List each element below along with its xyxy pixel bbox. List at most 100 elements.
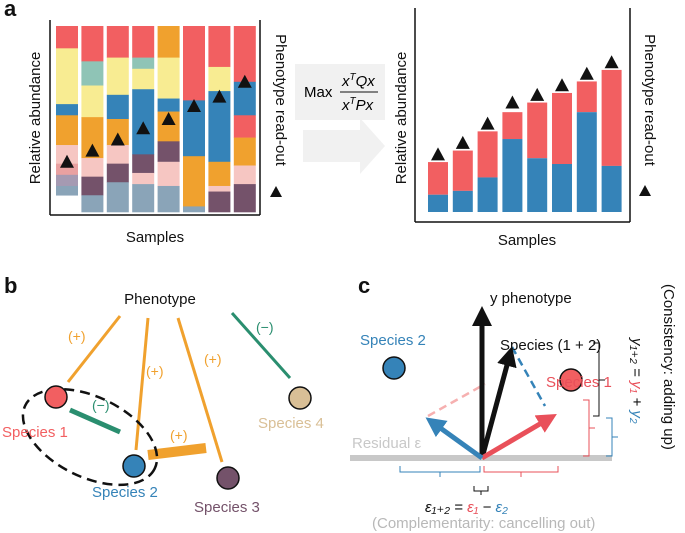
dashed-species2-to-sum [510, 346, 547, 407]
right-bar-7-red [576, 81, 597, 113]
left-bar-4-segment-6 [132, 172, 155, 185]
objective-numerator: xTQx [341, 72, 375, 90]
right-bar-1-blue [428, 194, 448, 212]
left-bar-4-segment-2 [132, 57, 155, 70]
left-bar-6-segment-2 [183, 100, 205, 157]
panel-c-letter: c [358, 273, 370, 298]
right-bar-2-blue [452, 190, 473, 212]
left-bar-5-segment-7 [157, 185, 180, 213]
left-bar-5-segment-5 [157, 141, 180, 163]
edge-phenotype-species2 [134, 317, 150, 451]
left-bar-8-segment-2 [233, 81, 256, 116]
left-bar-4-segment-7 [132, 184, 155, 213]
sign-species1: (+) [68, 328, 86, 344]
left-bar-1-segment-8 [56, 185, 78, 196]
right-bar-6-blue [552, 164, 572, 212]
sign-species4: (−) [256, 319, 274, 335]
right-bar-6-red [552, 92, 572, 164]
sign-species3: (+) [204, 351, 222, 367]
right-bar-5-red [527, 102, 548, 159]
panel-b-letter: b [4, 273, 17, 298]
right-bar-4-red [502, 112, 523, 140]
left-bar-7-segment-4 [208, 161, 231, 187]
left-bar-7-segment-3 [208, 91, 231, 163]
species3-label: Species 3 [194, 499, 260, 516]
right-bar-2-phenotype-marker [455, 135, 470, 149]
dashed-species1-to-sum [427, 382, 486, 418]
species3-node [216, 466, 240, 490]
left-bar-5-segment-4 [157, 111, 180, 142]
left-bar-7-phenotype-marker [212, 89, 227, 103]
objective-max: Max [304, 84, 333, 101]
complementarity-label: (Complementarity: cancelling out) [372, 515, 595, 532]
species1-label: Species 1 [2, 424, 68, 441]
species1-node [44, 385, 68, 409]
left-bar-1-segment-5 [56, 145, 78, 164]
left-bar-3-segment-2 [106, 57, 129, 96]
left-bar-2-phenotype-marker [85, 143, 100, 157]
left-bar-7-segment-1 [208, 26, 231, 68]
bracket-y12 [593, 342, 605, 417]
bracket-y2 [606, 417, 618, 457]
panel-a-letter: a [4, 0, 17, 21]
left-bar-7-segment-5 [208, 185, 231, 192]
edge-phenotype-species1 [66, 315, 122, 383]
left-bar-2-segment-6 [81, 176, 104, 196]
right-bar-3-red [477, 131, 498, 178]
bracket-y1 [583, 399, 595, 457]
left-bar-3-phenotype-marker [110, 132, 125, 146]
species12-vector [479, 346, 517, 459]
consistency-label: (Consistency: adding up) [660, 284, 677, 450]
left-bar-1-segment-3 [56, 104, 78, 116]
left-bar-2-segment-3 [81, 85, 104, 118]
c-species2-label: Species 2 [360, 332, 426, 349]
left-bar-8-segment-3 [233, 115, 256, 138]
left-ylabel-right-triangle [270, 186, 282, 197]
bracket-eps1 [483, 466, 559, 477]
phenotype-label: Phenotype [124, 291, 196, 308]
left-bar-2-segment-4 [81, 117, 104, 159]
right-chart: Relative abundance Phenotype read-out Sa… [393, 8, 658, 249]
left-bar-5-segment-2 [157, 57, 180, 99]
y-equation: y₁₊₂ = y₁ + y₂ [628, 337, 645, 424]
sign-species2: (+) [146, 363, 164, 379]
right-bar-1-red [428, 162, 448, 195]
species2-node [122, 454, 146, 478]
right-ylabel: Relative abundance [393, 52, 410, 185]
max-objective-arrow: Max xTQx xTPx [295, 64, 385, 174]
edge-species1-species2 [68, 407, 122, 435]
right-bar-1-phenotype-marker [431, 147, 445, 161]
species1-vector [480, 413, 557, 461]
left-bar-5-segment-3 [157, 98, 180, 112]
left-bar-1-segment-6 [56, 163, 78, 176]
left-bar-6-phenotype-marker [187, 98, 201, 112]
left-bars [56, 26, 256, 213]
left-chart: Relative abundance Phenotype read-out Sa… [27, 20, 289, 246]
left-bar-4-segment-1 [132, 26, 155, 58]
left-bar-6-segment-3 [183, 156, 205, 207]
left-bar-3-segment-1 [106, 26, 129, 58]
right-ylabel-right: Phenotype read-out [641, 34, 658, 167]
edge-phenotype-species3 [176, 317, 224, 463]
objective-denominator: xTPx [341, 96, 374, 114]
left-bar-7-segment-6 [208, 191, 231, 213]
panel-c-vectors: Residual ε y phenotype Species (1 + 2) S… [350, 284, 677, 532]
species2-label: Species 2 [92, 484, 158, 501]
left-bar-1-segment-7 [56, 174, 78, 187]
left-bar-4-segment-5 [132, 154, 155, 174]
right-bar-8-red [601, 69, 622, 166]
left-bar-1-segment-1 [56, 26, 78, 49]
sign-species1-species2: (−) [92, 397, 110, 413]
left-bar-2-segment-7 [81, 195, 104, 213]
right-bar-8-blue [601, 165, 622, 212]
left-bar-6-segment-4 [183, 206, 205, 213]
right-bar-8-phenotype-marker [604, 55, 619, 69]
left-bar-3-segment-7 [106, 182, 129, 213]
right-bars [428, 55, 622, 212]
c-species1-label: Species 1 [546, 374, 612, 391]
left-bar-4-phenotype-marker [136, 121, 151, 135]
left-bar-2-segment-2 [81, 61, 104, 86]
left-bar-5-phenotype-marker [161, 112, 176, 125]
left-bar-8-phenotype-marker [237, 74, 252, 88]
